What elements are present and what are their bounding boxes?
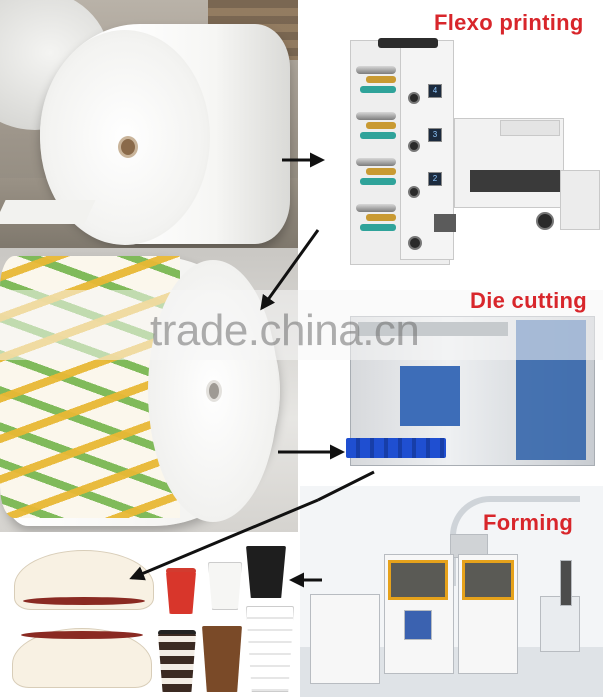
flexo-printing-machine-photo: 4 3 2 (320, 0, 603, 278)
unit-display: 3 (428, 128, 442, 142)
white-paper-roll-photo (0, 0, 298, 248)
plate-roller (360, 178, 396, 185)
print-roller (356, 66, 396, 74)
forming-machine-photo (300, 486, 603, 697)
caption-die-cutting: Die cutting (470, 288, 587, 313)
caption-flexo-printing: Flexo printing (434, 10, 584, 35)
paper-roll-core (118, 136, 138, 158)
arrow-forming-to-cups (129, 498, 319, 581)
ink-roller (366, 122, 396, 129)
handwheel-icon (408, 140, 420, 152)
machine-wheel (536, 212, 554, 230)
machine-top-roller (378, 38, 438, 48)
cup-fan-blank (12, 628, 152, 688)
black-paper-cup (246, 546, 286, 598)
plate-roller (360, 86, 396, 93)
unit-display: 2 (428, 172, 442, 186)
print-roller (356, 112, 396, 120)
kraft-paper-cup (202, 626, 242, 692)
coffee-paper-cup (158, 634, 196, 692)
caption-forming: Forming (483, 510, 574, 535)
white-paper-cup (208, 562, 242, 610)
guard-window (388, 560, 448, 600)
plate-roller (360, 224, 396, 231)
cup-stacker (560, 560, 572, 606)
cup-lid (166, 568, 196, 574)
handwheel-icon (408, 92, 420, 104)
conveyor (470, 170, 560, 192)
ink-roller (366, 168, 396, 175)
watermark-text: trade.china.cn (150, 306, 420, 355)
guard-window (462, 560, 514, 600)
control-panel (434, 214, 456, 232)
print-roller (356, 158, 396, 166)
unit-number: 3 (432, 130, 438, 139)
unit-display: 4 (428, 84, 442, 98)
handwheel-icon (408, 236, 422, 250)
cup-lid (158, 630, 196, 636)
unwind-stand (560, 170, 600, 230)
unit-number: 2 (432, 174, 438, 183)
watermark-band (0, 290, 603, 360)
fan-band (21, 631, 143, 639)
feed-rollers (500, 120, 560, 136)
ink-roller (366, 214, 396, 221)
unit-number: 4 (432, 86, 438, 95)
die-cutter-press (400, 366, 460, 426)
arrow-die-to-forming (317, 470, 375, 502)
arrow-flexo-to-printed-roll (260, 229, 320, 311)
ink-roller (366, 76, 396, 83)
red-paper-cup (166, 572, 196, 614)
plate-roller (360, 132, 396, 139)
cabinet-left (310, 594, 380, 684)
blue-panel (404, 610, 432, 640)
blue-pallet (346, 438, 446, 458)
print-roller (356, 204, 396, 212)
printed-roll-core (206, 380, 222, 402)
handwheel-icon (408, 186, 420, 198)
fan-band (23, 597, 145, 605)
